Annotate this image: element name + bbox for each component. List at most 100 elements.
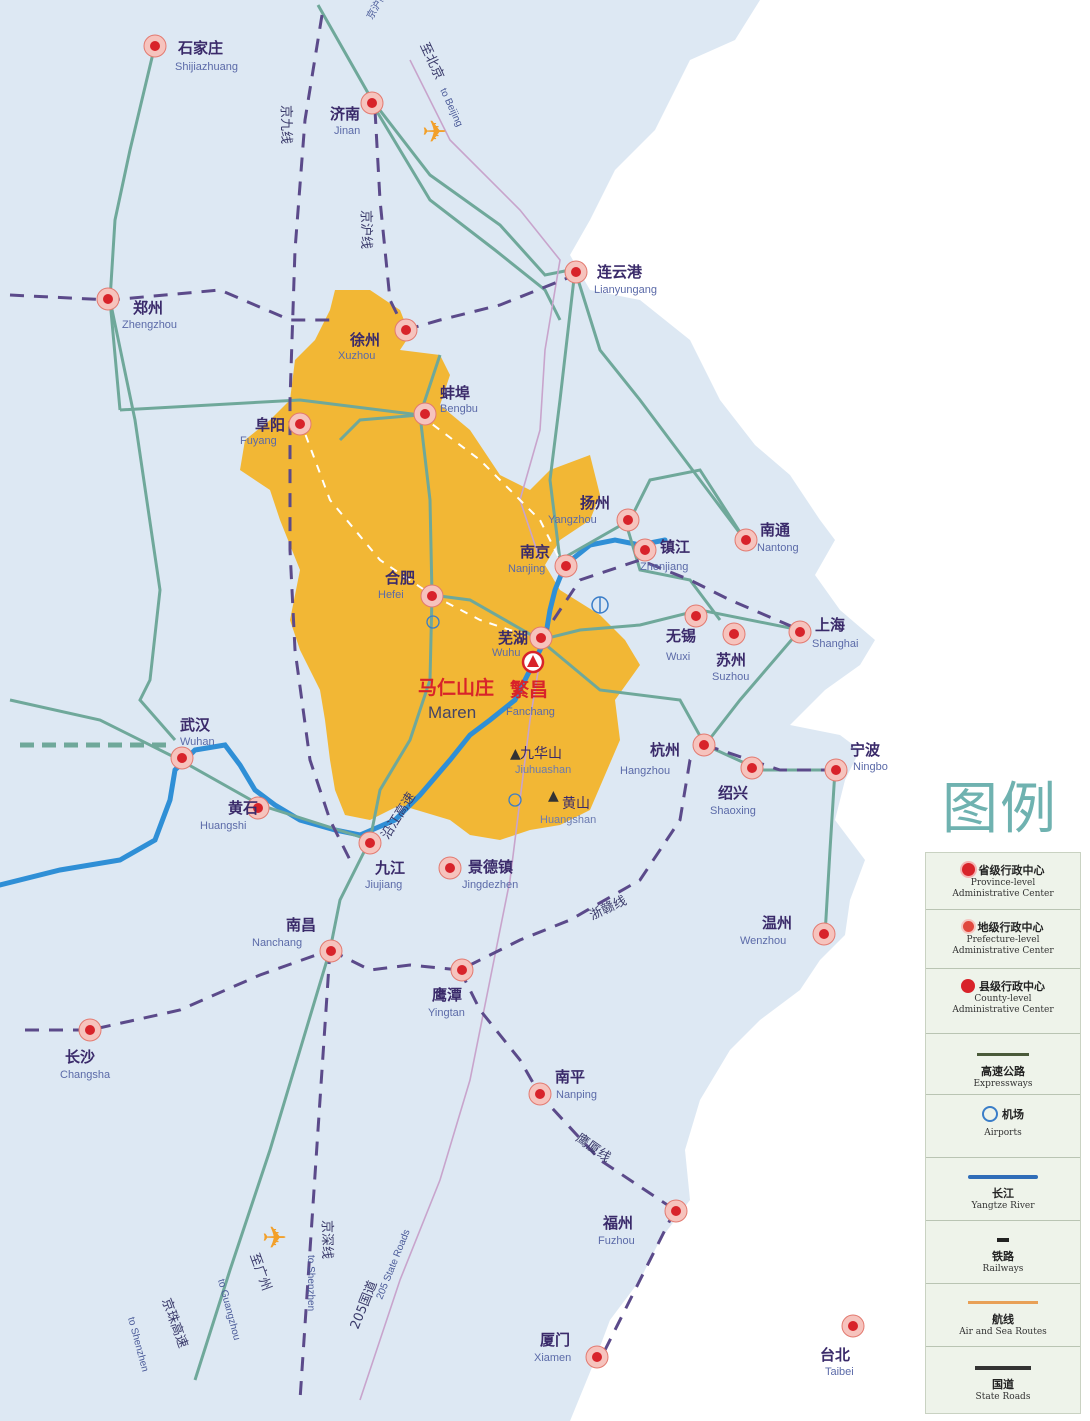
legend-item-expressways: 高速公路 Expressways xyxy=(926,1034,1080,1095)
label-wuhu-en: Wuhu xyxy=(492,647,521,659)
label-shanghai-en: Shanghai xyxy=(812,638,859,650)
airplane-icon: ✈ xyxy=(262,1221,287,1256)
mountain-icon: ▲ xyxy=(510,746,521,762)
label-shanghai: 上海 xyxy=(815,616,845,634)
expressways xyxy=(9,4,837,1381)
label-yangzhou: 扬州 xyxy=(580,494,610,512)
label-hefei: 合肥 xyxy=(384,569,415,587)
label-fanchang: 繁昌 xyxy=(510,678,548,701)
city-marker-nanping xyxy=(528,1082,552,1106)
label-to-shenzhen: to Shenzhen xyxy=(305,1255,316,1311)
label-fuyang: 阜阳 xyxy=(255,416,285,434)
city-marker-hefei xyxy=(420,584,444,608)
city-marker-suzhou xyxy=(722,622,746,646)
label-changsha-en: Changsha xyxy=(60,1069,111,1081)
label-wuxi: 无锡 xyxy=(665,627,696,645)
airport-icon xyxy=(508,793,522,807)
yangtze-river xyxy=(0,537,668,888)
label-jiuhuashan-en: Jiuhuashan xyxy=(515,764,571,776)
label-jinan-en: Jinan xyxy=(334,125,360,137)
city-marker-taibei xyxy=(841,1314,865,1338)
city-marker-shaoxing xyxy=(740,756,764,780)
label-huangshi: 黄石 xyxy=(228,799,258,817)
label-maren: 马仁山庄 xyxy=(418,676,494,699)
city-marker-bengbu xyxy=(413,402,437,426)
city-marker-jinan xyxy=(360,91,384,115)
city-marker-wuhu xyxy=(529,626,553,650)
label-wenzhou-en: Wenzhou xyxy=(740,935,786,947)
label-hangzhou-en: Hangzhou xyxy=(620,765,670,777)
label-yingtan-en: Yingtan xyxy=(428,1007,465,1019)
label-fuyang-en: Fuyang xyxy=(240,435,277,447)
city-marker-fuyang xyxy=(288,412,312,436)
city-marker-yingtan xyxy=(450,958,474,982)
legend-panel: 省级行政中心 Province-level Administrative Cen… xyxy=(925,852,1081,1414)
airplane-icon: ✈ xyxy=(422,115,447,150)
label-zhengzhou: 郑州 xyxy=(133,299,163,317)
label-zhenjiang-en: Zhenjiang xyxy=(640,561,688,573)
label-nanjing-en: Nanjing xyxy=(508,563,545,575)
province-rail xyxy=(299,414,561,641)
label-maren-en: Maren xyxy=(428,703,476,722)
maren-marker-icon xyxy=(521,650,545,674)
label-bengbu-en: Bengbu xyxy=(440,403,478,415)
city-marker-nanjing xyxy=(554,554,578,578)
city-marker-shijiazhuang xyxy=(143,34,167,58)
label-zhengzhou-en: Zhengzhou xyxy=(122,319,177,331)
legend-item-yangtze: 长江 Yangtze River xyxy=(926,1158,1080,1221)
label-jinghu-line: 京沪线 xyxy=(358,210,374,249)
anhui-province xyxy=(240,290,640,840)
city-marker-xiamen xyxy=(585,1345,609,1369)
label-jingdezhen: 景德镇 xyxy=(468,858,513,876)
city-marker-hangzhou xyxy=(692,733,716,757)
city-marker-zhenjiang xyxy=(633,538,657,562)
airport-icon xyxy=(591,596,609,614)
label-hangzhou: 杭州 xyxy=(650,741,680,759)
legend-item-county: 县级行政中心 County-level Administrative Cente… xyxy=(926,969,1080,1034)
legend-title: 图例 xyxy=(942,777,1058,842)
city-marker-lianyungang xyxy=(564,260,588,284)
label-nantong: 南通 xyxy=(760,521,790,539)
state-roads xyxy=(359,59,561,1401)
airport-icon xyxy=(426,615,440,629)
city-marker-nantong xyxy=(734,528,758,552)
city-marker-xuzhou xyxy=(394,318,418,342)
label-wuhu: 芜湖 xyxy=(498,629,528,647)
airport-icon xyxy=(982,1105,998,1122)
label-wuhan: 武汉 xyxy=(180,716,211,734)
label-huangshan-en: Huangshan xyxy=(540,814,596,826)
label-shijiazhuang: 石家庄 xyxy=(177,39,223,57)
city-marker-shanghai xyxy=(788,620,812,644)
label-xuzhou-en: Xuzhou xyxy=(338,350,375,362)
city-marker-ningbo xyxy=(824,758,848,782)
railways xyxy=(9,14,835,1401)
label-shaoxing-en: Shaoxing xyxy=(710,805,756,817)
label-jingjiu-line: 京九线 xyxy=(278,105,293,144)
label-xuzhou: 徐州 xyxy=(349,331,380,349)
city-marker-huangshi xyxy=(246,796,270,820)
legend-item-railways: 铁路 Railways xyxy=(926,1221,1080,1284)
label-fanchang-en: Fanchang xyxy=(506,706,555,718)
label-ningbo: 宁波 xyxy=(850,741,881,759)
label-wenzhou: 温州 xyxy=(762,914,792,932)
label-suzhou: 苏州 xyxy=(716,651,746,669)
city-marker-wenzhou xyxy=(812,922,836,946)
label-nanping-en: Nanping xyxy=(556,1089,597,1101)
label-ningbo-en: Ningbo xyxy=(853,761,888,773)
label-fuzhou-en: Fuzhou xyxy=(598,1235,635,1247)
label-shijiazhuang-en: Shijiazhuang xyxy=(175,61,238,73)
label-hefei-en: Hefei xyxy=(378,589,404,601)
label-wuhan-en: Wuhan xyxy=(180,736,215,748)
label-bengbu: 蚌埠 xyxy=(440,384,470,402)
legend-item-state-roads: 国道 State Roads xyxy=(926,1347,1080,1412)
label-jingshen-line: 京深线 xyxy=(319,1220,334,1259)
label-shaoxing: 绍兴 xyxy=(718,784,748,802)
city-marker-nanchang xyxy=(319,939,343,963)
label-jiuhuashan: 九华山 xyxy=(520,746,562,762)
city-marker-yangzhou xyxy=(616,508,640,532)
label-taibei: 台北 xyxy=(820,1346,850,1364)
label-suzhou-en: Suzhou xyxy=(712,671,749,683)
label-nanping: 南平 xyxy=(555,1068,585,1086)
legend-item-prefecture: 地级行政中心 Prefecture-level Administrative C… xyxy=(926,910,1080,969)
